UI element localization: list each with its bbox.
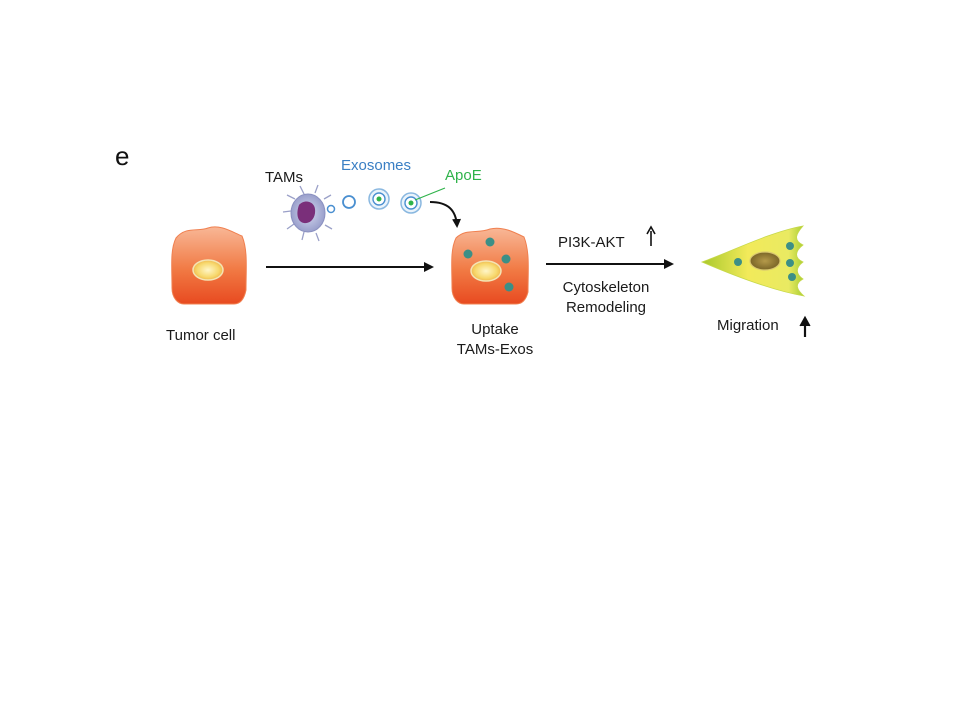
- up-arrow-icon: [799, 315, 811, 337]
- exosome-icon: [400, 192, 422, 214]
- migration-label: Migration: [717, 317, 779, 334]
- pi3k-akt-label: PI3K-AKT: [558, 234, 625, 251]
- exosome-icon: [326, 195, 356, 214]
- uptake-label-line1: Uptake: [471, 321, 519, 338]
- tumor-cell-icon: [171, 226, 247, 305]
- tumor-cell-label: Tumor cell: [166, 327, 236, 344]
- up-arrow-icon: [646, 225, 656, 246]
- tam-macrophage-icon: [282, 184, 333, 242]
- migrating-cell-icon: [700, 225, 806, 297]
- exosome-icon: [368, 188, 390, 210]
- uptake-curved-arrow: [429, 201, 462, 228]
- apoe-label: ApoE: [445, 167, 482, 184]
- exosomes-label: Exosomes: [341, 157, 412, 174]
- tams-label: TAMs: [265, 169, 304, 186]
- cytoskeleton-label: Cytoskeleton Remodeling: [546, 278, 666, 318]
- cytoskeleton-label-line1: Cytoskeleton: [562, 279, 650, 296]
- cytoskeleton-label-line2: Remodeling: [565, 299, 647, 316]
- panel-letter: e: [115, 141, 130, 171]
- uptake-label: Uptake TAMs-Exos: [440, 320, 550, 360]
- apoe-pointer: [414, 187, 446, 201]
- uptake-cell-icon: [451, 227, 529, 305]
- uptake-label-line2: TAMs-Exos: [456, 341, 534, 358]
